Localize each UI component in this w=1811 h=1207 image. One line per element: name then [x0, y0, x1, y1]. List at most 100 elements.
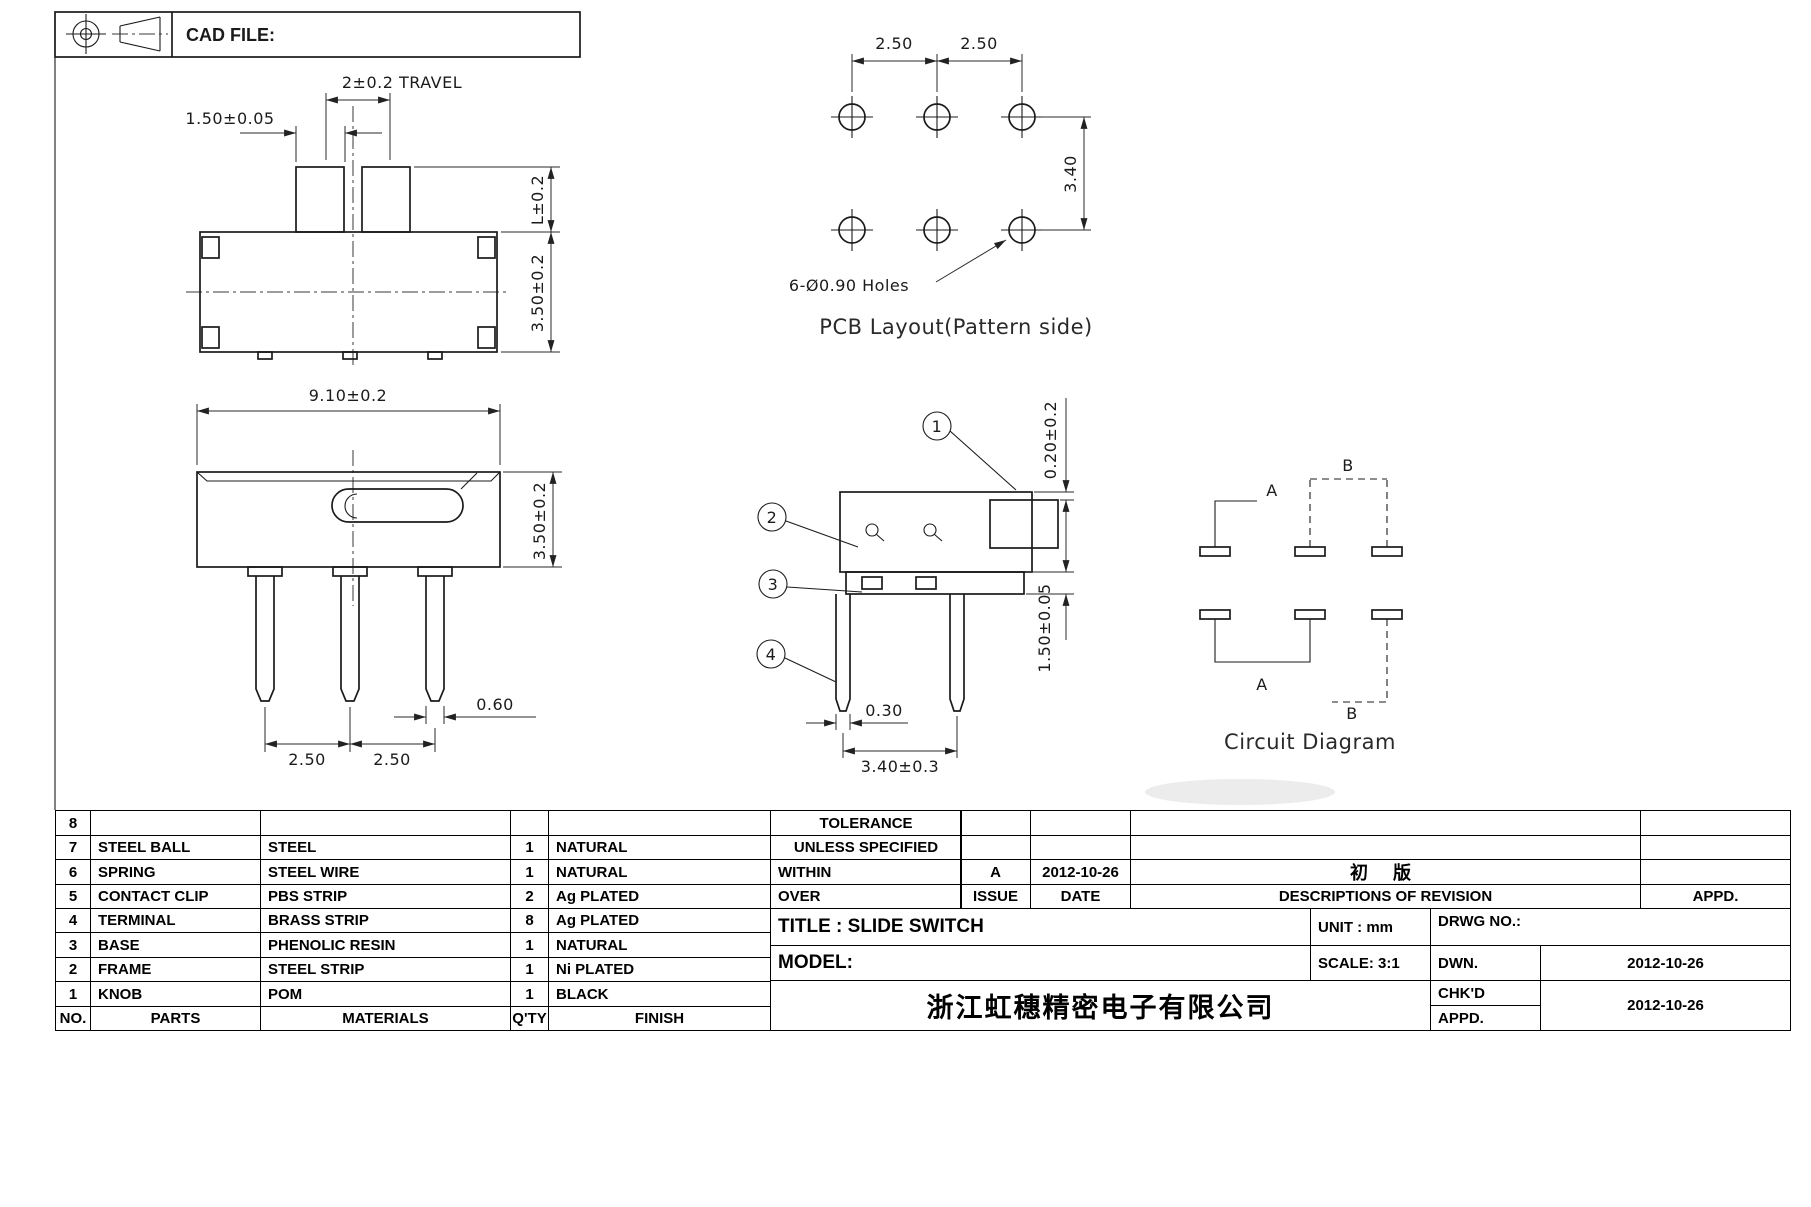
pcb-hole: [831, 96, 873, 138]
dim-travel: 2±0.2 TRAVEL: [342, 73, 462, 92]
dim-body-width: 9.10±0.2: [309, 386, 387, 405]
holes-note: 6-Ø0.90 Holes: [789, 276, 909, 295]
parts-row-name: SPRING: [90, 859, 261, 885]
parts-row-no: 7: [55, 835, 91, 860]
parts-row-name: BASE: [90, 932, 261, 958]
circuit-label-b-top: B: [1342, 456, 1353, 475]
drwg-no-label: DRWG NO.:: [1430, 908, 1791, 946]
parts-row-qty: 1: [510, 981, 549, 1007]
tolerance-within: WITHIN: [770, 859, 962, 885]
dim-side-body-height: 3.50±0.2: [530, 482, 549, 560]
dim-row-pitch: 3.40: [1061, 155, 1080, 193]
parts-row-no: 5: [55, 884, 91, 909]
revision-appd-label: APPD.: [1640, 884, 1791, 909]
parts-row-material: PHENOLIC RESIN: [260, 932, 511, 958]
callout-1: 1: [932, 417, 943, 436]
parts-row-finish: Ag PLATED: [548, 908, 771, 933]
cad-file-box: CAD FILE:: [54, 11, 581, 58]
parts-row-name: FRAME: [90, 957, 261, 982]
parts-row-finish: NATURAL: [548, 932, 771, 958]
parts-row-no: 8: [55, 810, 91, 836]
parts-row-qty: 1: [510, 957, 549, 982]
parts-row-name: CONTACT CLIP: [90, 884, 261, 909]
chkd-date: 2012-10-26: [1540, 980, 1791, 1031]
profile-view: 1 2 3 4 0.20±0.2 1.50±0.05 0.30: [756, 398, 1074, 776]
appd-sign-label: APPD.: [1430, 1005, 1541, 1031]
dim-knob-height: L±0.2: [528, 175, 547, 225]
circuit-label-b-bottom: B: [1346, 704, 1357, 723]
parts-row-qty: 1: [510, 835, 549, 860]
drawing-title: TITLE : SLIDE SWITCH: [770, 908, 1311, 946]
empty-cell: [1030, 810, 1131, 836]
pcb-hole: [916, 96, 958, 138]
parts-row-finish: BLACK: [548, 981, 771, 1007]
tolerance-line2: UNLESS SPECIFIED: [770, 835, 962, 860]
empty-cell: [960, 835, 1031, 860]
dim-hole-pitch-right: 2.50: [960, 34, 998, 53]
scan-artifact: [1145, 779, 1335, 805]
callout-4-balloon: [756, 639, 786, 669]
dim-pitch-right: 2.50: [373, 750, 411, 769]
revision-date-value: 2012-10-26: [1030, 859, 1131, 885]
parts-header-material: MATERIALS: [260, 1006, 511, 1031]
dim-hole-pitch-left: 2.50: [875, 34, 913, 53]
pcb-hole: [1001, 96, 1043, 138]
title-block: 8 7 STEEL BALL STEEL 1 NATURAL 6 SPRING …: [55, 810, 1791, 1031]
parts-row-qty: 8: [510, 908, 549, 933]
parts-row-finish: Ag PLATED: [548, 884, 771, 909]
parts-row-qty: 2: [510, 884, 549, 909]
truncated-cone-icon: [112, 16, 168, 52]
empty-cell: [1030, 835, 1131, 860]
parts-row-material: PBS STRIP: [260, 884, 511, 909]
circuit-caption: Circuit Diagram: [1224, 730, 1396, 754]
parts-row-name: [90, 810, 261, 836]
callout-2: 2: [767, 508, 778, 527]
parts-row-finish: [548, 810, 771, 836]
circuit-pad: [1371, 609, 1403, 620]
dim-body-height: 3.50±0.2: [528, 254, 547, 332]
parts-row-material: POM: [260, 981, 511, 1007]
callout-1-balloon: [922, 411, 952, 441]
parts-row-finish: NATURAL: [548, 835, 771, 860]
dwn-label: DWN.: [1430, 945, 1541, 981]
parts-row-material: [260, 810, 511, 836]
callout-3-balloon: [758, 569, 788, 599]
empty-cell: [1130, 810, 1641, 836]
circuit-label-a-top: A: [1266, 481, 1277, 500]
empty-cell: [1640, 835, 1791, 860]
parts-header-qty: Q'TY: [510, 1006, 549, 1031]
scale-label: SCALE: 3:1: [1310, 945, 1431, 981]
tolerance-line1: TOLERANCE: [770, 810, 962, 836]
empty-cell: [1640, 810, 1791, 836]
revision-description-value: 初 版: [1130, 859, 1641, 885]
pcb-hole: [831, 209, 873, 251]
circuit-pad: [1294, 609, 1326, 620]
first-angle-projection-icon: [66, 14, 106, 54]
dim-knob-width: 1.50±0.05: [185, 109, 274, 128]
parts-row-qty: [510, 810, 549, 836]
callout-4: 4: [766, 645, 777, 664]
technical-drawing: CAD FILE: 2±0.2 TRAVEL 1.50±0.05 L±0.2 3…: [54, 11, 1403, 810]
circuit-pad: [1199, 546, 1231, 557]
parts-header-name: PARTS: [90, 1006, 261, 1031]
parts-row-finish: Ni PLATED: [548, 957, 771, 982]
dim-pin-width: 0.60: [476, 695, 514, 714]
chkd-label: CHK'D: [1430, 980, 1541, 1006]
parts-row-no: 4: [55, 908, 91, 933]
empty-cell: [1130, 835, 1641, 860]
pcb-layout: 2.50 2.50 3.40 6-Ø0.90 Holes PCB Layout(…: [789, 34, 1092, 339]
parts-row-name: STEEL BALL: [90, 835, 261, 860]
parts-row-qty: 1: [510, 859, 549, 885]
revision-description-label: DESCRIPTIONS OF REVISION: [1130, 884, 1641, 909]
parts-row-finish: NATURAL: [548, 859, 771, 885]
dwn-date: 2012-10-26: [1540, 945, 1791, 981]
side-view: 9.10±0.2 3.50±0.2 0.60 2.50 2.50: [196, 386, 562, 769]
parts-row-name: KNOB: [90, 981, 261, 1007]
pcb-caption: PCB Layout(Pattern side): [819, 315, 1092, 339]
circuit-label-a-bottom: A: [1256, 675, 1267, 694]
dim-knob-offset: 0.20±0.2: [1041, 401, 1060, 479]
model-label: MODEL:: [770, 945, 1311, 981]
parts-row-no: 3: [55, 932, 91, 958]
unit-label: UNIT : mm: [1310, 908, 1431, 946]
